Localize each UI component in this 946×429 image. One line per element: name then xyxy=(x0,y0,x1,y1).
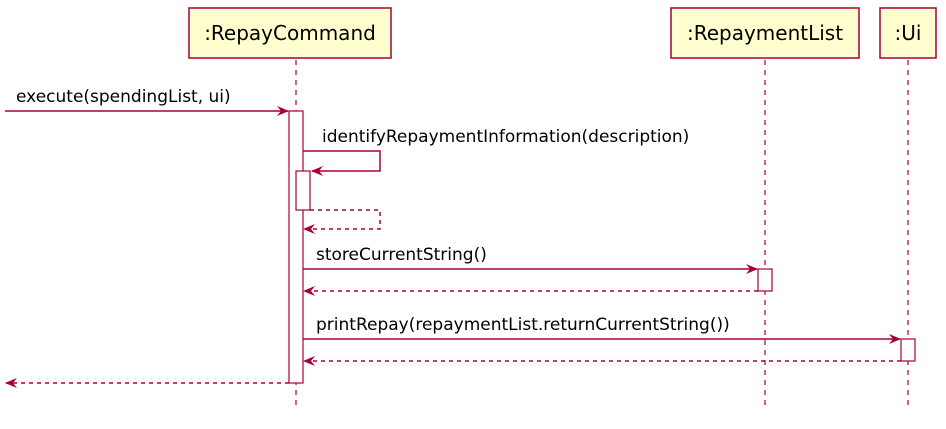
participant-ui: :Ui xyxy=(879,7,937,59)
activation-repayment-list xyxy=(757,268,773,292)
activation-ui xyxy=(900,338,916,362)
participant-repay-command: :RepayCommand xyxy=(188,7,392,59)
message-identify-return-arrow xyxy=(303,209,381,234)
message-execute-label: execute(spendingList, ui) xyxy=(16,87,231,107)
activation-repay-command xyxy=(288,110,304,384)
participant-label: :RepaymentList xyxy=(687,21,843,45)
message-store-label: storeCurrentString() xyxy=(316,245,487,265)
message-identify-label: identifyRepaymentInformation(description… xyxy=(322,127,689,147)
activation-repay-command-nested xyxy=(295,170,311,211)
participant-label: :RepayCommand xyxy=(204,21,376,45)
participant-label: :Ui xyxy=(895,21,922,45)
message-print-label: printRepay(repaymentList.returnCurrentSt… xyxy=(316,315,730,335)
participant-repayment-list: :RepaymentList xyxy=(670,7,860,59)
message-identify-arrow xyxy=(303,150,381,176)
